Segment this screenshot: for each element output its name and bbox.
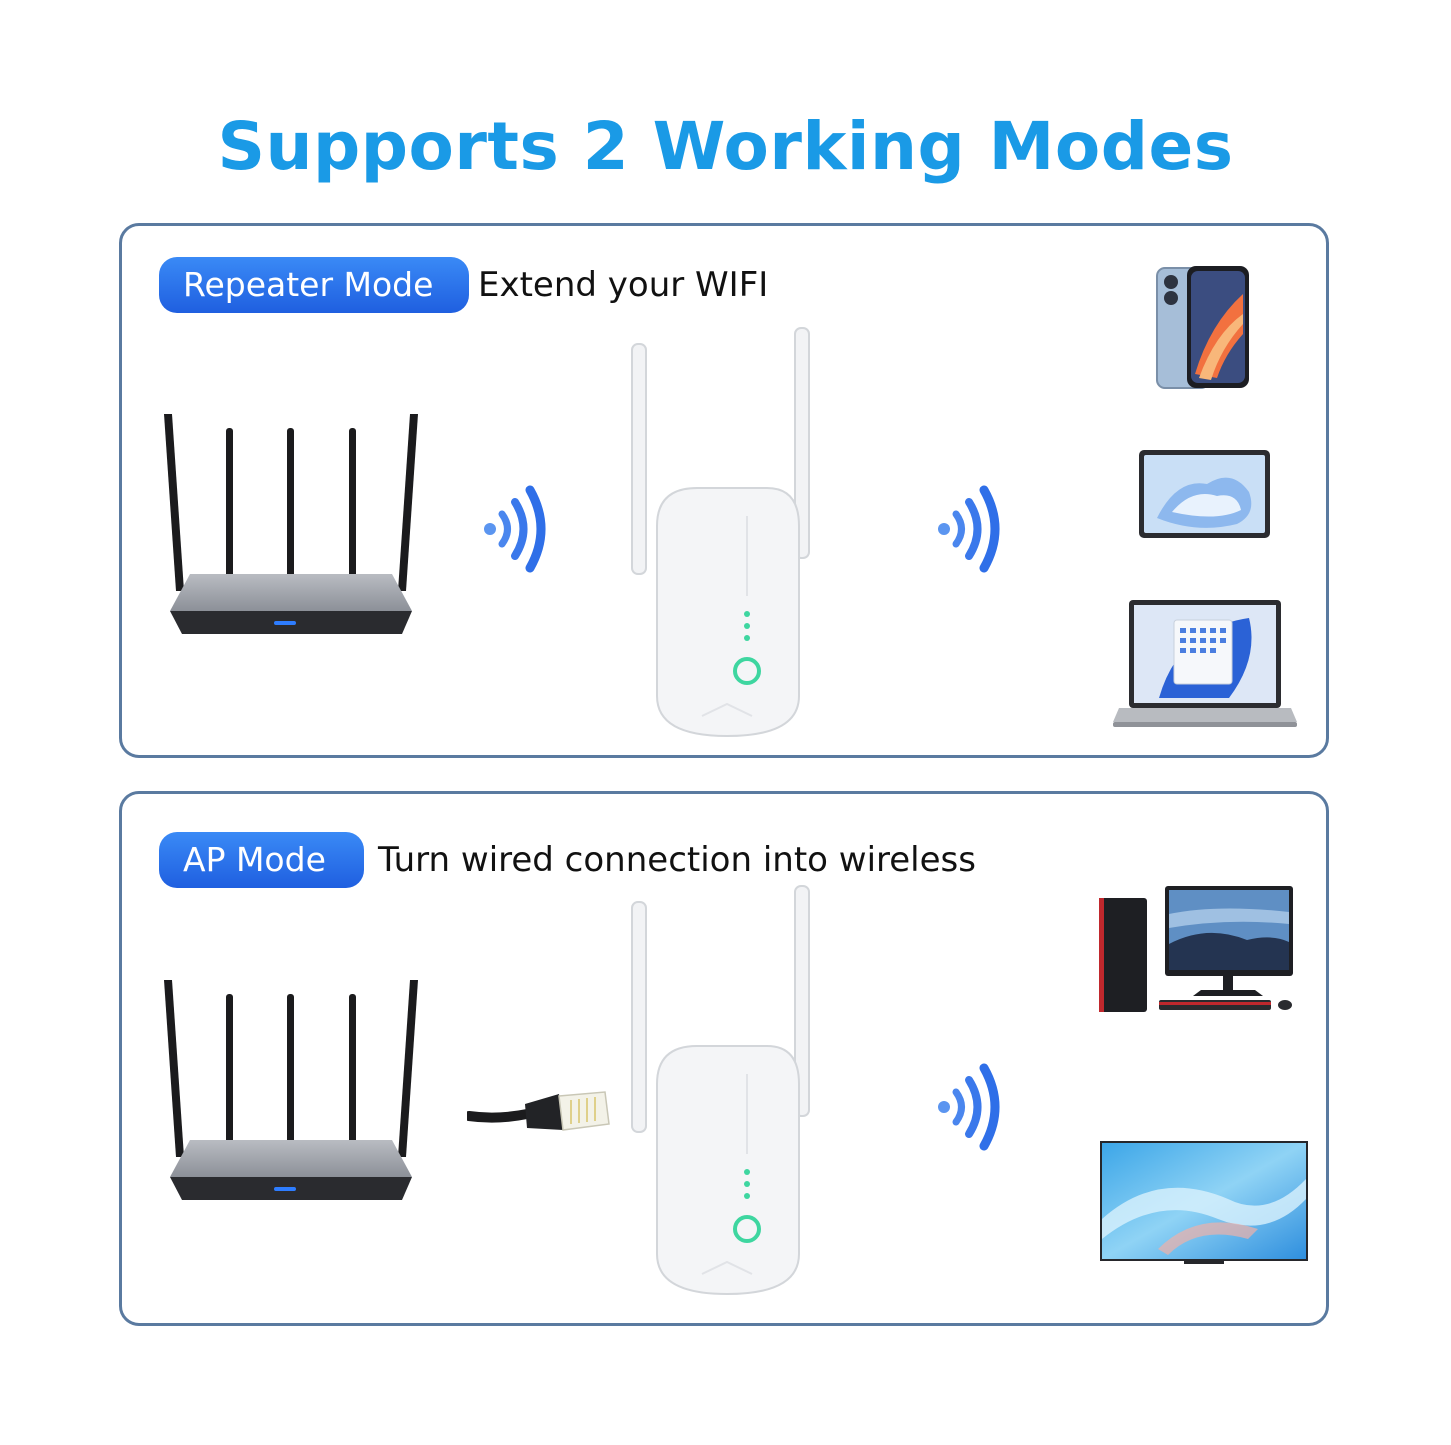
repeater-mode-badge: Repeater Mode bbox=[159, 257, 469, 313]
ethernet-cable-icon bbox=[467, 1086, 617, 1146]
repeater-mode-panel: Repeater Mode Extend your WIFI bbox=[119, 223, 1329, 758]
range-extender-icon bbox=[627, 884, 827, 1299]
smartphone-icon bbox=[1155, 264, 1255, 392]
wifi-signal-icon bbox=[934, 1062, 1004, 1152]
laptop-icon bbox=[1109, 598, 1299, 733]
ap-mode-badge: AP Mode bbox=[159, 832, 364, 888]
wifi-signal-icon bbox=[934, 484, 1004, 574]
page-title: Supports 2 Working Modes bbox=[217, 108, 1234, 185]
ap-mode-panel: AP Mode Turn wired connection into wirel… bbox=[119, 791, 1329, 1326]
repeater-mode-description: Extend your WIFI bbox=[478, 265, 769, 305]
smart-tv-icon bbox=[1098, 1139, 1310, 1269]
router-icon bbox=[162, 972, 422, 1207]
range-extender-icon bbox=[627, 326, 827, 741]
ap-mode-description: Turn wired connection into wireless bbox=[378, 840, 976, 880]
desktop-pc-icon bbox=[1097, 884, 1302, 1019]
wifi-signal-icon bbox=[480, 484, 550, 574]
router-icon bbox=[162, 406, 422, 641]
tablet-icon bbox=[1137, 448, 1272, 540]
